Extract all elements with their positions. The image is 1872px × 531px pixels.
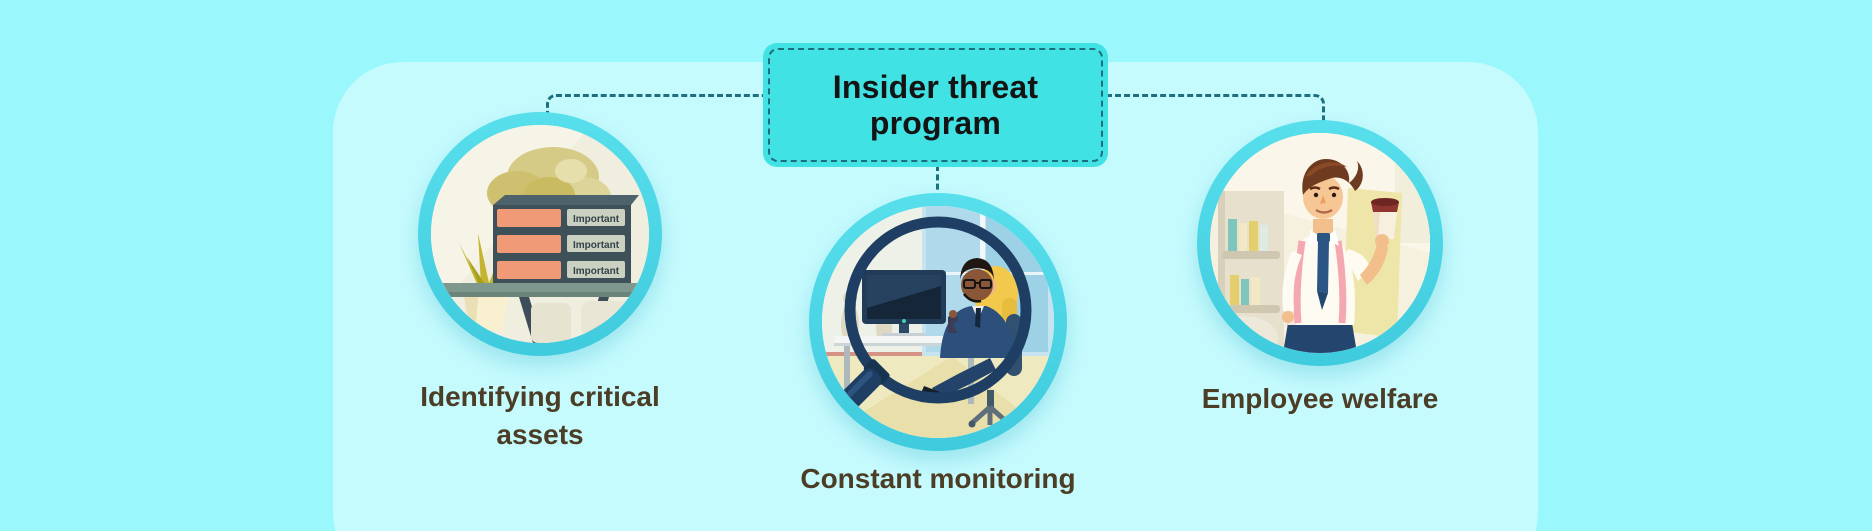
page-title: Insider threat program: [832, 68, 1039, 141]
node-employee-welfare: [1197, 120, 1443, 366]
node-label-employee-welfare: Employee welfare: [1201, 383, 1439, 414]
node-identifying-critical-assets: Important Important Important: [418, 112, 662, 356]
employee-welfare-illustration: [1210, 133, 1430, 353]
constant-monitoring-illustration: [822, 206, 1054, 438]
tray-label: Important: [573, 240, 620, 251]
insider-threat-program-node: Insider threat program: [763, 43, 1108, 167]
connector-right: [1106, 94, 1325, 127]
tray-label: Important: [573, 214, 620, 225]
employee-figure: [1282, 159, 1399, 353]
coffee-cup-icon: [1371, 198, 1399, 239]
employee-at-desk-figure: [919, 258, 1022, 428]
connector-middle: [936, 165, 942, 199]
document-trays-icon: Important Important Important: [431, 125, 649, 343]
monitor-icon: [862, 270, 946, 338]
tray-label: Important: [573, 266, 620, 277]
connector-left: [546, 94, 767, 123]
node-label-identifying-critical-assets: Identifying critical assets: [420, 381, 660, 450]
node-constant-monitoring: [809, 193, 1067, 451]
critical-assets-illustration: Important Important Important: [431, 125, 649, 343]
node-label-constant-monitoring: Constant monitoring: [800, 463, 1076, 494]
